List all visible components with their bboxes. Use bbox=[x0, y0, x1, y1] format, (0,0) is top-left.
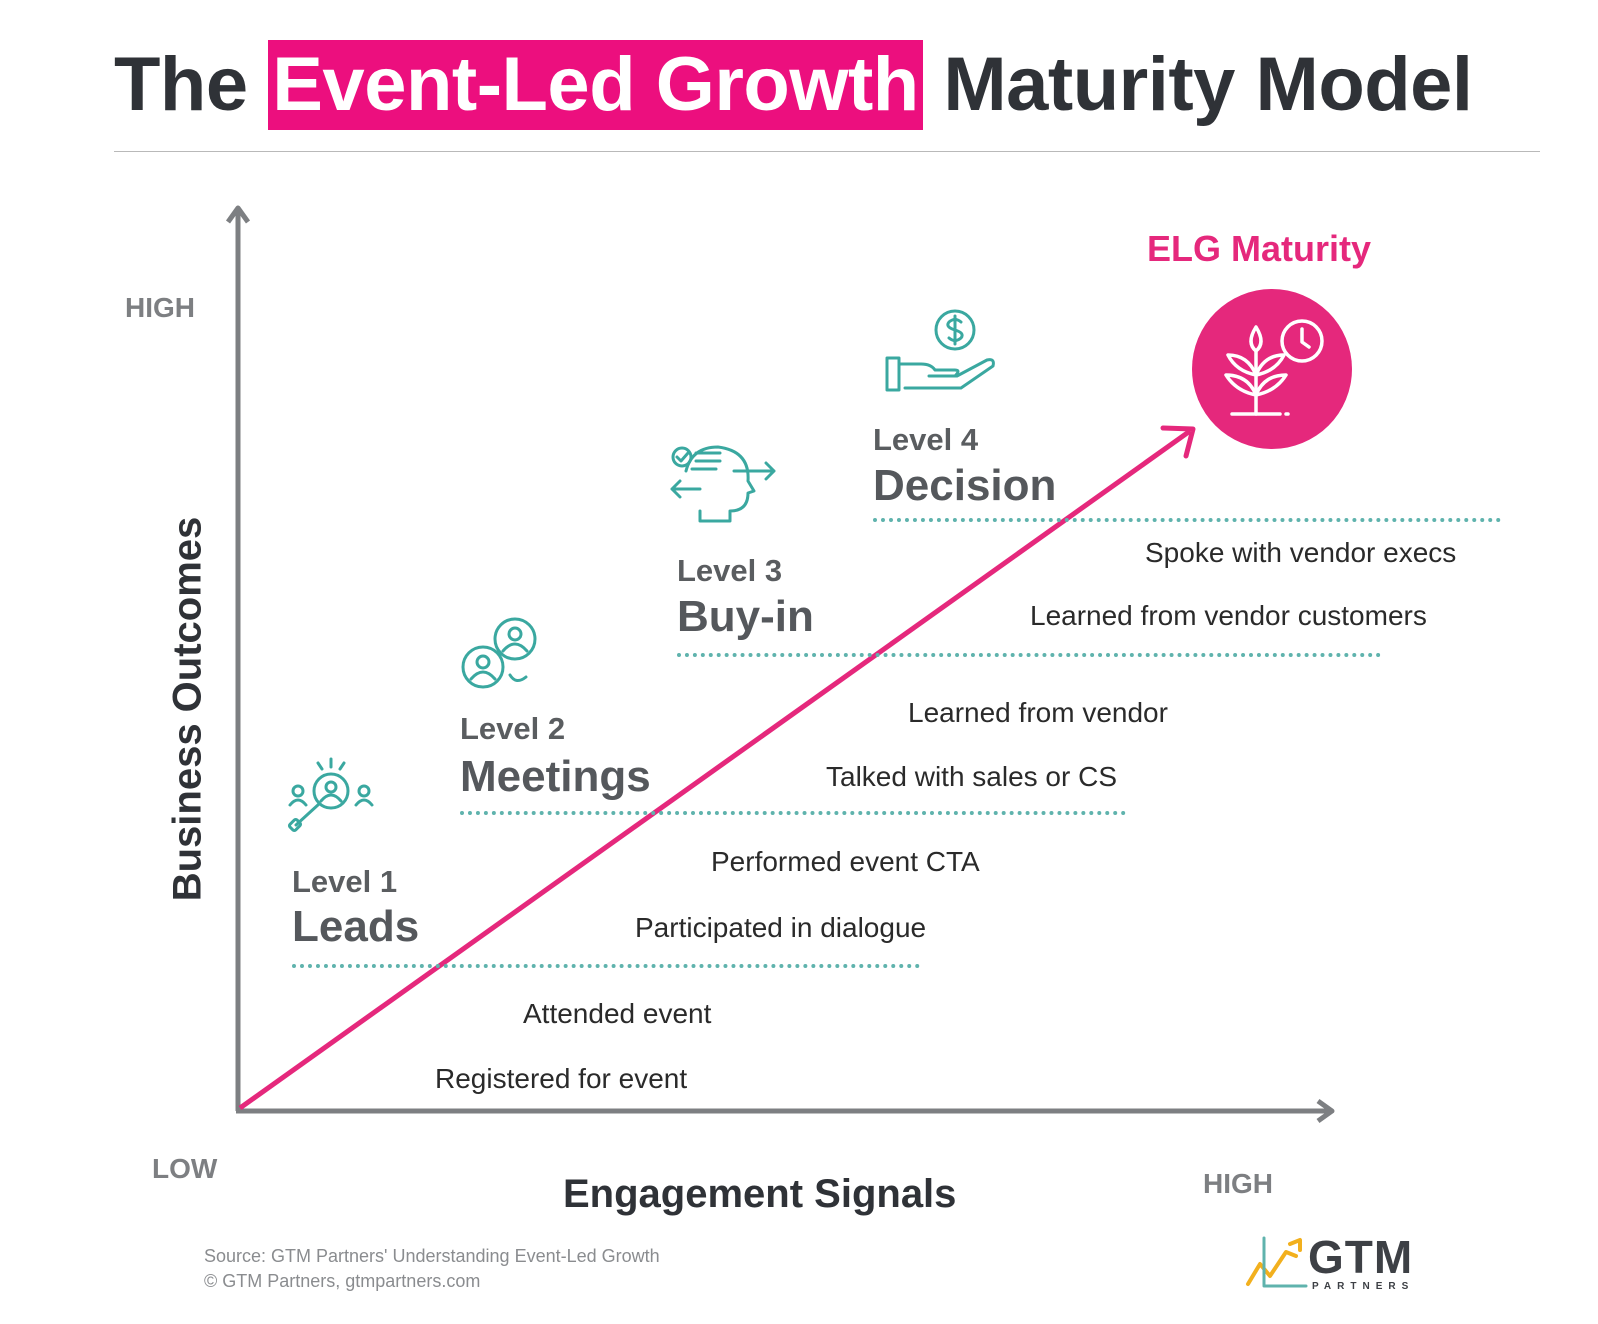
gtm-logo-text: GTM bbox=[1308, 1231, 1414, 1283]
signal-cta: Performed event CTA bbox=[711, 846, 980, 877]
plant-clock-icon bbox=[1192, 289, 1352, 449]
level-2-divider bbox=[460, 811, 1126, 815]
signal-learned-customers: Learned from vendor customers bbox=[1030, 600, 1427, 631]
level-3-divider bbox=[677, 653, 1381, 657]
title-prefix: The bbox=[114, 42, 269, 127]
x-axis-high-label: HIGH bbox=[1203, 1168, 1273, 1199]
level-2-label: Level 2 bbox=[460, 711, 566, 746]
signal-registered: Registered for event bbox=[435, 1063, 688, 1094]
elg-maturity-label: ELG Maturity bbox=[1147, 228, 1372, 269]
level-4-name: Decision bbox=[873, 461, 1057, 510]
title-highlight: Event-Led Growth bbox=[268, 40, 923, 130]
origin-low-label: LOW bbox=[152, 1153, 218, 1184]
y-axis-high-label: HIGH bbox=[125, 292, 195, 323]
source-line-1: Source: GTM Partners' Understanding Even… bbox=[204, 1246, 660, 1266]
signal-attended: Attended event bbox=[523, 998, 712, 1029]
level-4-divider bbox=[873, 518, 1501, 522]
level-1-label: Level 1 bbox=[292, 864, 398, 899]
gtm-logo-subtext: PARTNERS bbox=[1312, 1281, 1415, 1292]
gtm-chart-logo-icon bbox=[1246, 1236, 1308, 1288]
level-1-name: Leads bbox=[292, 902, 420, 951]
level-2-name: Meetings bbox=[460, 752, 651, 801]
hand-dollar-icon bbox=[885, 309, 995, 392]
maturity-arrowhead bbox=[1160, 425, 1196, 459]
level-3-label: Level 3 bbox=[677, 553, 783, 588]
x-axis-title: Engagement Signals bbox=[563, 1172, 957, 1216]
head-arrows-icon bbox=[670, 445, 776, 523]
level-4-label: Level 4 bbox=[873, 422, 979, 457]
magnifier-person-icon bbox=[287, 757, 374, 833]
signal-talked-sales: Talked with sales or CS bbox=[826, 761, 1118, 792]
x-axis-arrowhead bbox=[1316, 1098, 1335, 1124]
level-3-name: Buy-in bbox=[677, 592, 814, 641]
level-1-divider bbox=[292, 964, 920, 968]
y-axis-title: Business Outcomes bbox=[165, 516, 210, 902]
signal-learned-vendor: Learned from vendor bbox=[908, 697, 1168, 728]
signal-dialogue: Participated in dialogue bbox=[635, 912, 927, 943]
title-suffix: Maturity Model bbox=[922, 42, 1473, 127]
page-title: The Event-Led Growth Maturity Model bbox=[114, 30, 1534, 140]
signal-spoke-execs: Spoke with vendor execs bbox=[1145, 537, 1457, 568]
two-people-icon bbox=[461, 617, 537, 689]
y-axis-arrowhead bbox=[225, 205, 251, 224]
title-divider bbox=[114, 151, 1540, 152]
maturity-arrow-line bbox=[238, 428, 1192, 1111]
source-line-2: © GTM Partners, gtmpartners.com bbox=[204, 1271, 481, 1291]
